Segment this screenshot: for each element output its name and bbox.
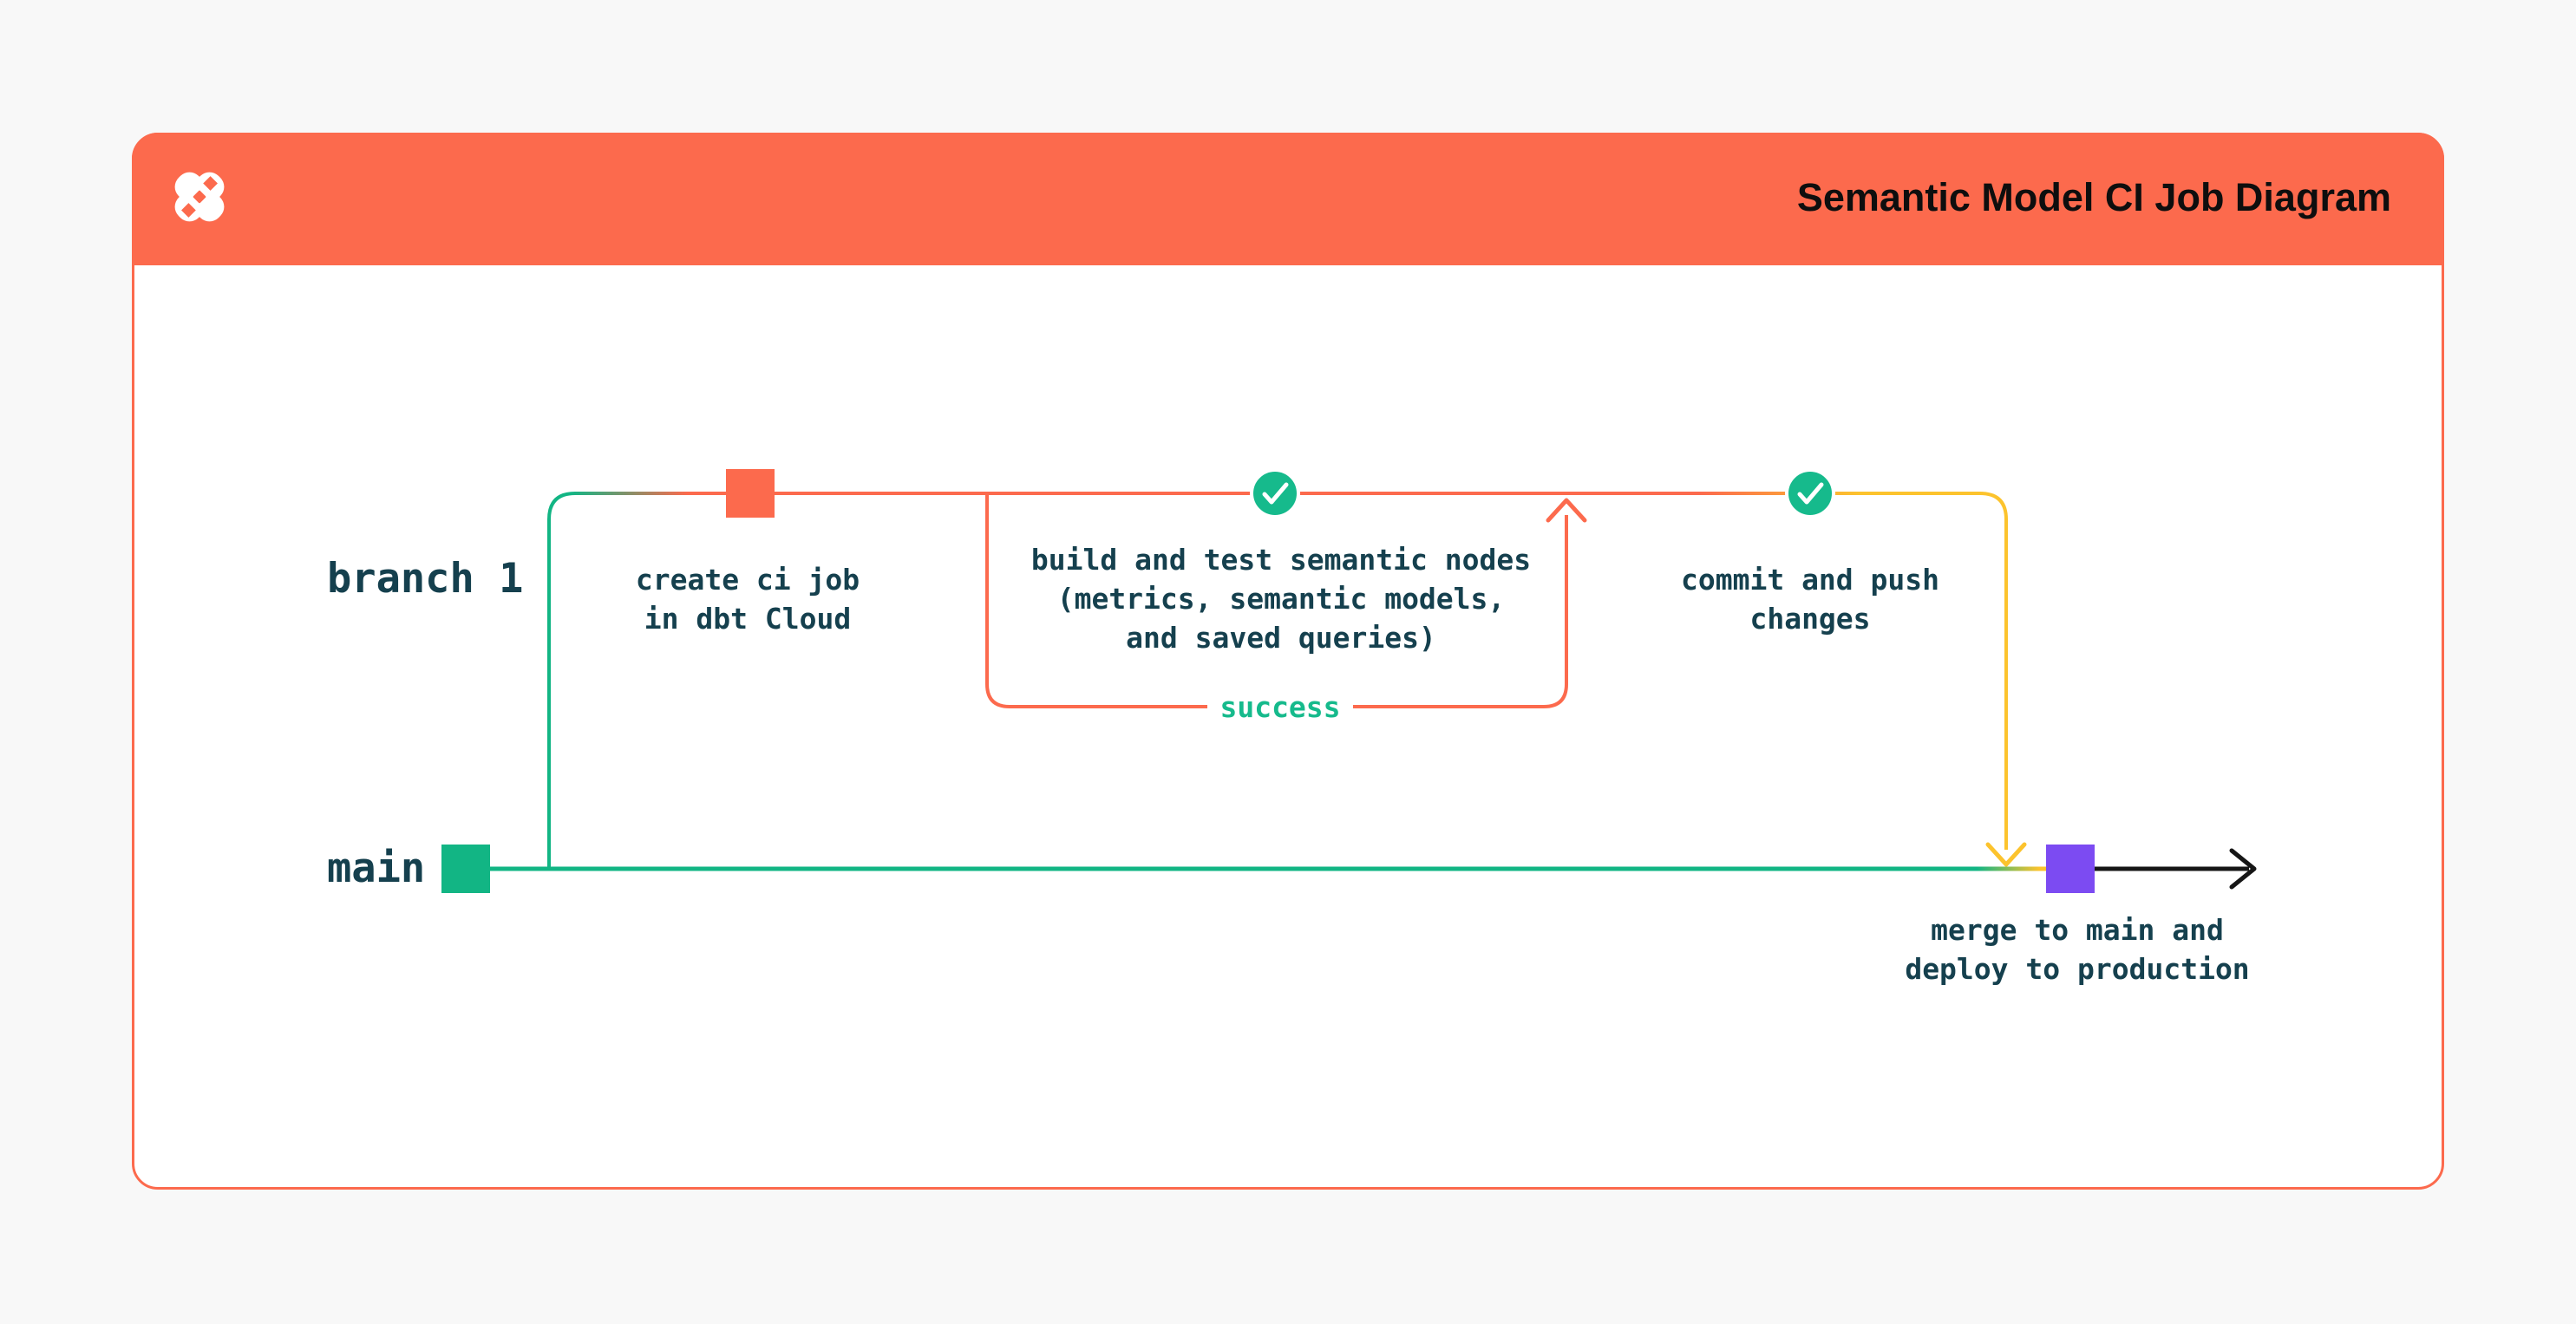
node-build-line-3: and saved queries)	[1126, 621, 1436, 655]
check-icon-build	[1250, 468, 1300, 519]
success-loop-line-right	[1353, 515, 1568, 708]
node-create-ci-job: create ci job in dbt Cloud	[636, 560, 860, 638]
commit-square-create-ci-icon	[726, 469, 775, 518]
dbt-logo-icon	[174, 172, 225, 222]
node-commit-line-2: changes	[1749, 602, 1871, 636]
check-icon-commit	[1785, 468, 1835, 519]
node-build-test: build and test semantic nodes (metrics, …	[1031, 540, 1531, 657]
diagram-card	[132, 133, 2444, 1190]
node-build-line-1: build and test semantic nodes	[1030, 543, 1532, 577]
commit-square-main-icon	[441, 845, 490, 893]
success-arrowhead-icon	[1546, 498, 1587, 523]
success-label: success	[1219, 690, 1341, 724]
success-loop-line	[985, 495, 1207, 708]
node-merge-deploy: merge to main and deploy to production	[1905, 910, 2249, 988]
node-build-line-2: (metrics, semantic models,	[1056, 582, 1506, 616]
node-merge-line-2: deploy to production	[1905, 952, 2250, 986]
page-title: Semantic Model CI Job Diagram	[1796, 175, 2391, 219]
node-merge-line-1: merge to main and	[1931, 913, 2224, 947]
main-label: main	[327, 845, 426, 892]
commit-square-merge-icon	[2046, 845, 2095, 893]
node-create-line-1: create ci job	[635, 563, 860, 597]
card-header	[132, 133, 2444, 265]
branch-1-label: branch 1	[327, 555, 524, 603]
merge-arrowhead-icon	[1985, 842, 2027, 867]
node-commit-push: commit and push changes	[1681, 560, 1939, 638]
node-commit-line-1: commit and push	[1680, 563, 1940, 597]
node-create-line-2: in dbt Cloud	[644, 602, 852, 636]
production-arrowhead-icon	[2229, 848, 2257, 890]
